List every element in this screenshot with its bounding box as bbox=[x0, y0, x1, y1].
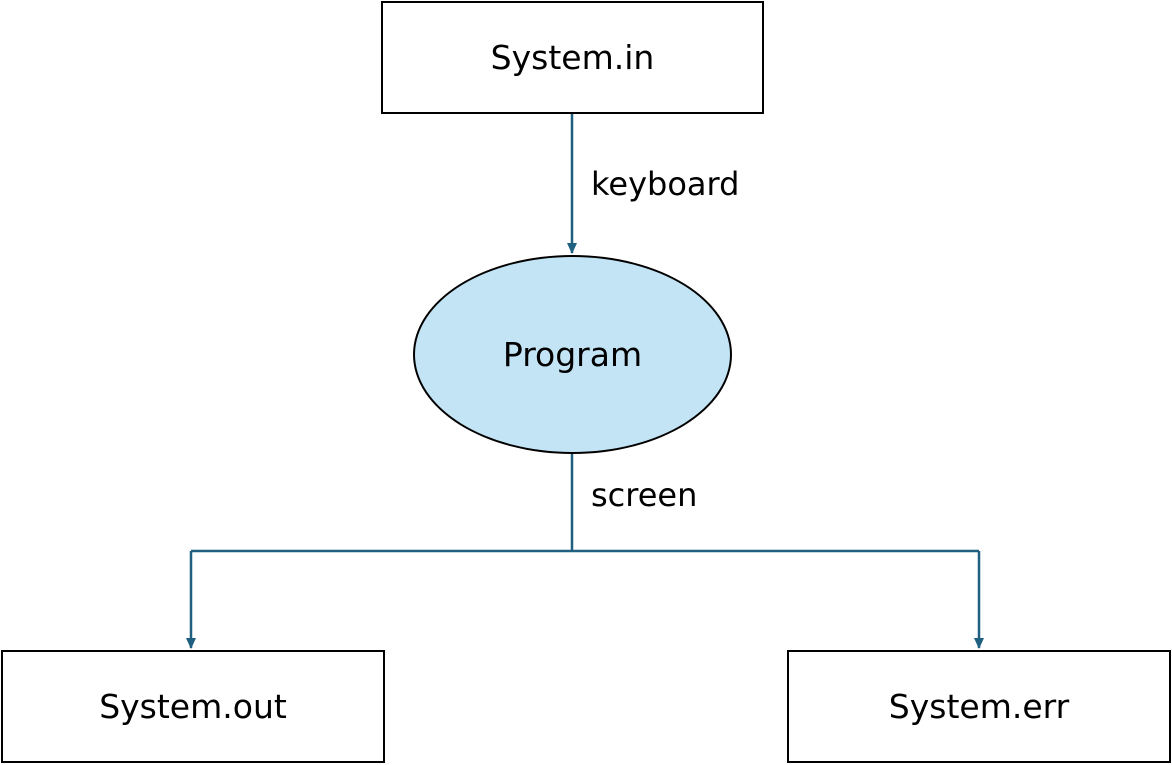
system-out-box: System.out bbox=[1, 650, 385, 763]
system-out-label: System.out bbox=[99, 687, 287, 726]
system-in-label: System.in bbox=[490, 38, 655, 77]
program-ellipse: Program bbox=[413, 255, 732, 454]
screen-label: screen bbox=[591, 476, 698, 514]
system-err-box: System.err bbox=[787, 650, 1171, 763]
program-label: Program bbox=[502, 335, 643, 374]
system-in-box: System.in bbox=[381, 1, 764, 114]
system-err-label: System.err bbox=[888, 687, 1070, 726]
keyboard-label: keyboard bbox=[591, 165, 740, 203]
